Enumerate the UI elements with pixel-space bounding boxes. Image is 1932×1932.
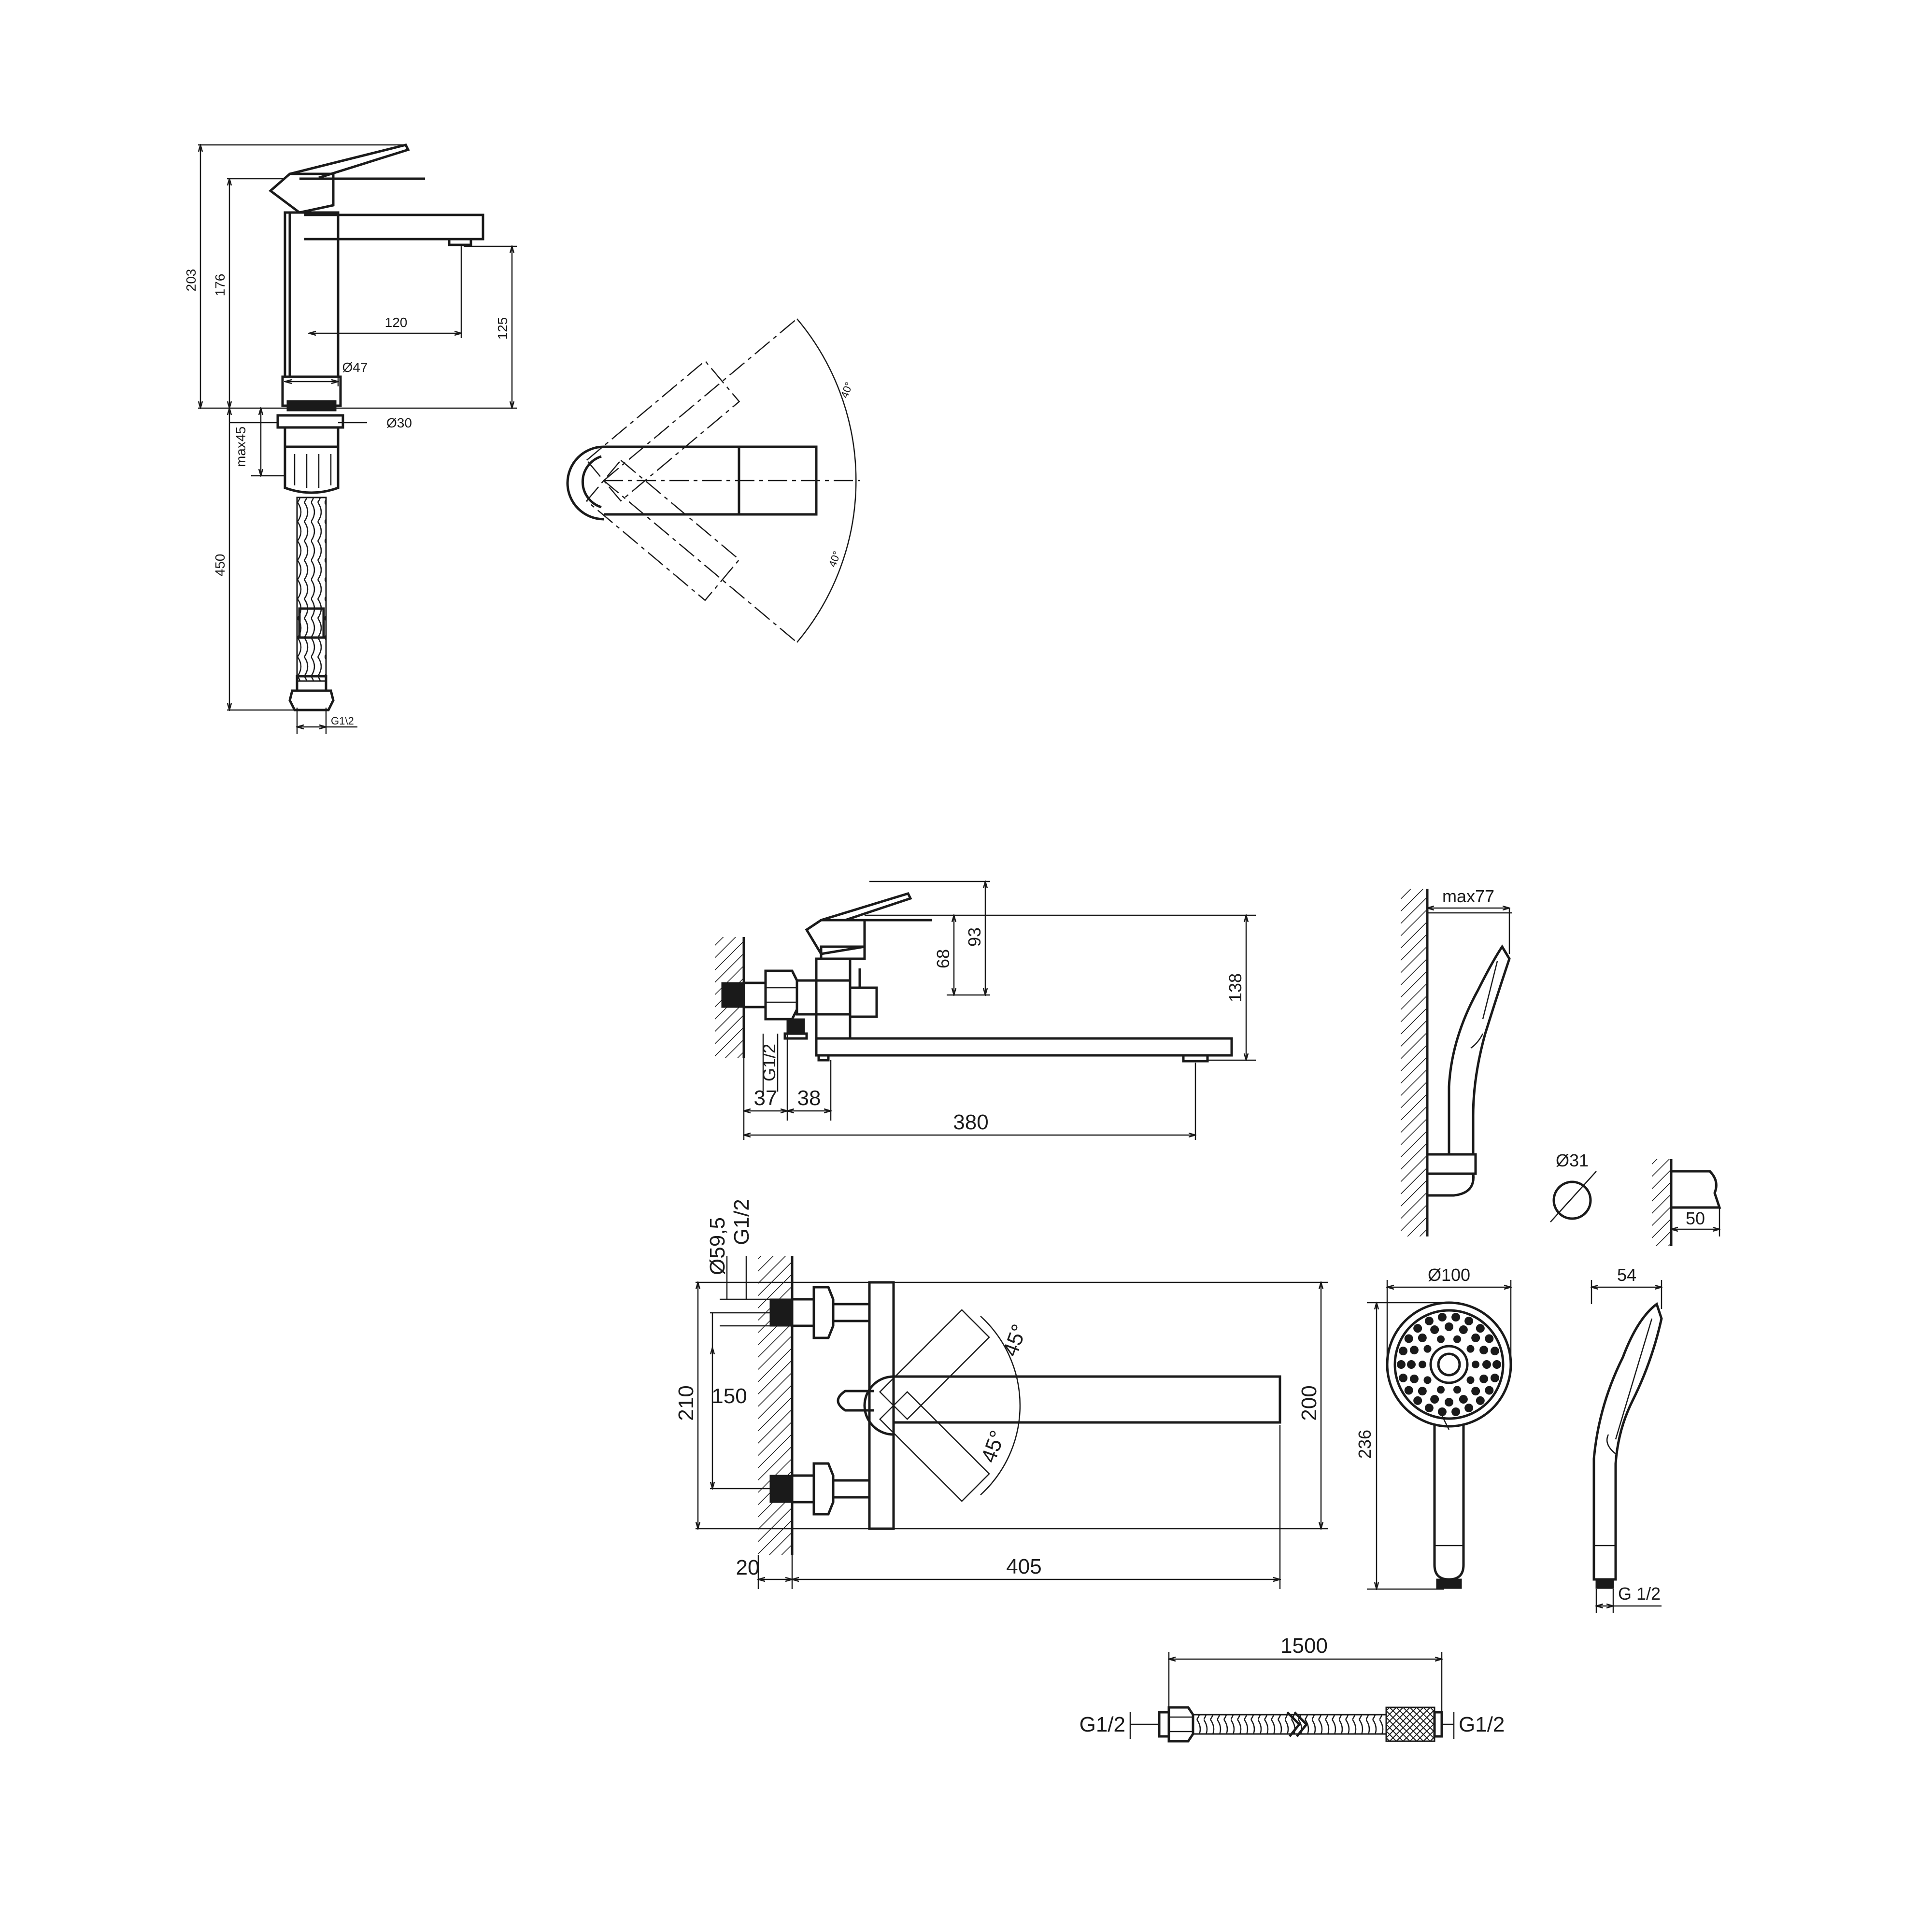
bath-mixer-top-view: 45° 45° Ø59,5 G1/2 210 150 200 20 405: [674, 1199, 1328, 1589]
nozzle: [1409, 1374, 1419, 1383]
basin-mixer-side-view: 203 176 120 125 Ø47 Ø30 max45 450 G1\2: [184, 143, 517, 734]
nozzle: [1451, 1407, 1461, 1416]
nozzle: [1437, 1335, 1445, 1343]
nozzle: [1404, 1386, 1413, 1395]
nozzle: [1490, 1347, 1499, 1356]
dim-210: 210: [674, 1385, 698, 1421]
nozzle: [1445, 1322, 1453, 1331]
nozzle: [1482, 1360, 1491, 1369]
dim-1500: 1500: [1280, 1634, 1328, 1658]
nozzle: [1423, 1376, 1432, 1384]
spray-nozzles: [1397, 1313, 1501, 1416]
nozzle: [1424, 1404, 1434, 1413]
nozzle: [1409, 1346, 1419, 1355]
dim-50: 50: [1686, 1208, 1705, 1228]
dim-38: 38: [797, 1086, 821, 1110]
nozzle: [1437, 1407, 1447, 1416]
nozzle: [1397, 1360, 1406, 1369]
angle-45-lower: 45°: [977, 1427, 1010, 1465]
dim-diameter-31: Ø31: [1556, 1151, 1589, 1170]
dim-20: 20: [736, 1556, 760, 1579]
nozzle: [1485, 1386, 1494, 1395]
dim-diameter-100: Ø100: [1428, 1265, 1470, 1285]
nozzle: [1437, 1313, 1447, 1322]
dim-g12-outlet: G1/2: [759, 1044, 779, 1081]
nozzle: [1418, 1387, 1427, 1396]
shower-holder-side-view: max77: [1401, 886, 1512, 1236]
nozzle: [1471, 1333, 1480, 1342]
angle-45-upper: 45°: [998, 1321, 1032, 1359]
dim-max45: max45: [233, 426, 248, 467]
nozzle: [1466, 1376, 1475, 1384]
nozzle: [1490, 1373, 1499, 1382]
dim-54: 54: [1617, 1265, 1636, 1285]
dim-150: 150: [711, 1384, 747, 1408]
dim-hose-thread-right: G1/2: [1459, 1713, 1505, 1736]
dim-236: 236: [1355, 1430, 1375, 1459]
nozzle: [1424, 1316, 1434, 1325]
nozzle: [1437, 1386, 1445, 1394]
nozzle: [1464, 1404, 1474, 1413]
nozzle: [1479, 1374, 1489, 1383]
nozzle: [1453, 1386, 1461, 1394]
nozzle: [1430, 1395, 1439, 1404]
nozzle: [1423, 1345, 1432, 1353]
dim-max77: max77: [1442, 886, 1494, 906]
nozzle: [1453, 1335, 1461, 1343]
nozzle: [1418, 1333, 1427, 1342]
nozzle: [1430, 1325, 1439, 1334]
dim-176: 176: [213, 274, 227, 297]
dim-120: 120: [385, 315, 408, 330]
shower-holder-detail: Ø31 50: [1550, 1151, 1721, 1246]
nozzle: [1459, 1395, 1468, 1404]
nozzle: [1413, 1396, 1422, 1405]
dim-37: 37: [754, 1086, 778, 1110]
basin-mixer-top-view: 40° 40°: [566, 318, 860, 643]
dim-450: 450: [213, 554, 227, 577]
nozzle: [1472, 1361, 1479, 1368]
dim-diameter-30: Ø30: [386, 415, 412, 430]
shower-hose: 1500 G1/2 G1/2: [1080, 1634, 1505, 1743]
dim-g12-eccentric: G1/2: [730, 1199, 753, 1245]
nozzle: [1479, 1346, 1489, 1355]
nozzle: [1419, 1361, 1426, 1368]
nozzle: [1404, 1334, 1413, 1343]
hand-shower-front-view: Ø100 236: [1355, 1265, 1512, 1589]
angle-upper: 40°: [838, 381, 855, 400]
dim-405: 405: [1006, 1555, 1041, 1578]
nozzle: [1399, 1347, 1408, 1356]
dim-hand-shower-thread: G 1/2: [1618, 1584, 1661, 1604]
nozzle: [1445, 1398, 1453, 1406]
dim-68: 68: [933, 949, 953, 968]
dim-125: 125: [495, 317, 510, 340]
nozzle: [1471, 1387, 1480, 1396]
nozzle: [1476, 1396, 1485, 1405]
dim-138: 138: [1225, 973, 1245, 1002]
dim-380: 380: [953, 1110, 988, 1134]
nozzle: [1492, 1360, 1501, 1369]
dim-93: 93: [965, 927, 984, 947]
nozzle: [1451, 1313, 1461, 1322]
dim-diameter-47: Ø47: [342, 360, 368, 375]
hand-shower-side-view: 54 G 1/2: [1591, 1265, 1663, 1613]
nozzle: [1485, 1334, 1494, 1343]
dim-200: 200: [1297, 1385, 1321, 1421]
bath-mixer-side-view: 93 68 138 G1/2 37 38 380: [715, 881, 1256, 1140]
dim-hose-thread: G1\2: [331, 715, 354, 727]
dim-203: 203: [184, 269, 199, 292]
nozzle: [1466, 1345, 1475, 1353]
nozzle: [1476, 1324, 1485, 1333]
nozzle: [1464, 1316, 1474, 1325]
dim-hose-thread-left: G1/2: [1080, 1713, 1125, 1736]
nozzle: [1413, 1324, 1422, 1333]
dim-diameter-59-5: Ø59,5: [706, 1217, 729, 1275]
nozzle: [1407, 1360, 1416, 1369]
nozzle: [1399, 1373, 1408, 1382]
nozzle: [1459, 1325, 1468, 1334]
